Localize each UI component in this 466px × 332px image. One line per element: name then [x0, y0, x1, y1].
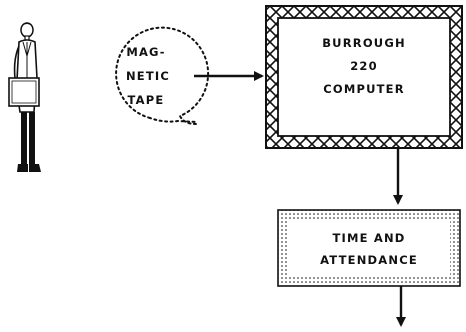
output-label-line-1: TIME AND	[332, 231, 405, 245]
computer-node: BURROUGH 220 COMPUTER	[266, 6, 462, 148]
person-icon	[9, 23, 41, 172]
tape-label-line-2: NETIC	[126, 69, 170, 83]
computer-label-line-1: BURROUGH	[322, 36, 406, 50]
computer-label-line-2: 220	[350, 59, 378, 73]
computer-label-line-3: COMPUTER	[323, 82, 405, 96]
tape-label-line-3: TAPE	[128, 93, 165, 107]
output-label-line-2: ATTENDANCE	[320, 253, 418, 267]
time-attendance-node: TIME AND ATTENDANCE	[278, 210, 460, 286]
tape-label-line-1: MAG-	[126, 45, 165, 59]
